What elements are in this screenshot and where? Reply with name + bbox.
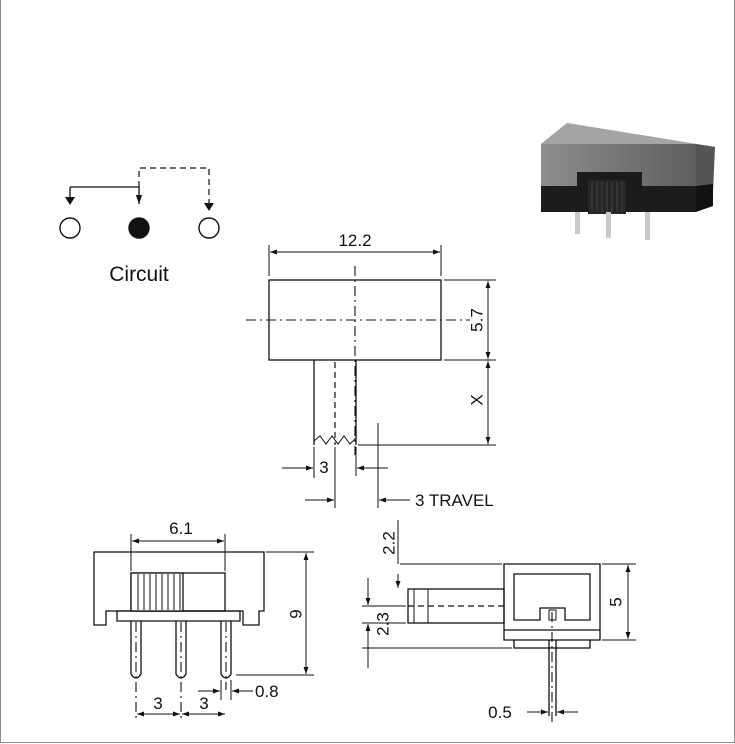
top-view: 12.2 5.7 X 3 3 TRAVEL <box>246 231 496 510</box>
dim-pin-width: 0.8 <box>255 682 279 701</box>
product-photo <box>541 123 715 240</box>
terminal-left <box>59 217 81 239</box>
circuit-symbol: Circuit <box>59 167 220 286</box>
dim-body-height: 5.7 <box>467 308 486 332</box>
front-view: 6.1 9 3 3 0.8 <box>93 519 314 718</box>
dim-actuator-offset: 2.2 <box>379 531 398 555</box>
terminal-common <box>128 217 150 239</box>
circuit-label: Circuit <box>109 263 169 286</box>
dim-knob-width: 6.1 <box>169 519 193 538</box>
dim-actuator-height: 2.3 <box>373 612 392 636</box>
dim-pitch-right: 3 <box>199 694 208 713</box>
dim-body-width: 12.2 <box>338 231 371 250</box>
dim-body-height-side: 5 <box>606 597 625 606</box>
terminal-right <box>198 217 220 239</box>
dim-actuator-length: X <box>467 394 486 405</box>
dim-actuator-width: 3 <box>319 458 328 477</box>
dim-pin-width-side: 0.5 <box>488 703 512 722</box>
dim-pitch-left: 3 <box>153 694 162 713</box>
circuit-arrow-icon <box>65 197 75 205</box>
side-view: 2.2 2.3 5 0.5 <box>362 520 636 722</box>
dim-total-height: 9 <box>286 609 305 618</box>
dim-travel: 3 TRAVEL <box>415 491 494 510</box>
